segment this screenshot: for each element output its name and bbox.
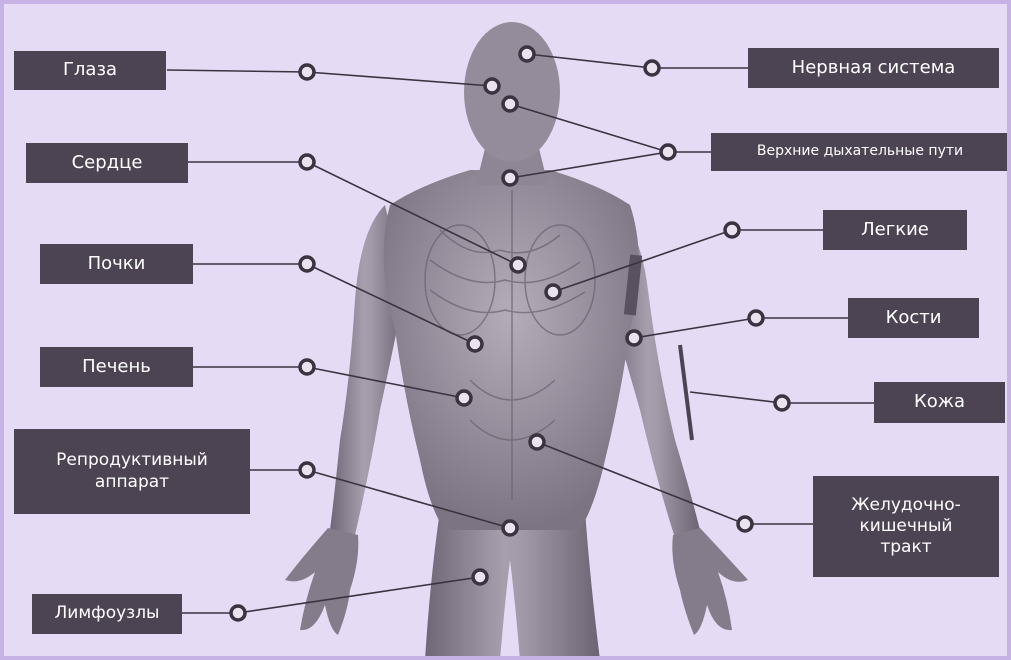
label-eyes: Глаза [14,51,166,90]
head [464,22,560,162]
label-lungs: Легкие [823,210,967,250]
label-liver: Печень [40,347,193,387]
right-hand [285,528,358,635]
label-heart: Сердце [26,143,188,183]
label-upper-airways: Верхние дыхательные пути [711,133,1009,171]
label-bones: Кости [848,298,979,338]
left-hand [672,528,748,635]
human-body-figure [285,22,748,660]
label-kidneys: Почки [40,244,193,284]
label-reproductive-system: Репродуктивный аппарат [14,429,250,514]
label-lymph-nodes: Лимфоузлы [32,594,182,634]
label-gi-tract: Желудочно- кишечный тракт [813,476,999,577]
label-nervous-system: Нервная система [748,48,999,88]
label-skin: Кожа [874,382,1005,423]
